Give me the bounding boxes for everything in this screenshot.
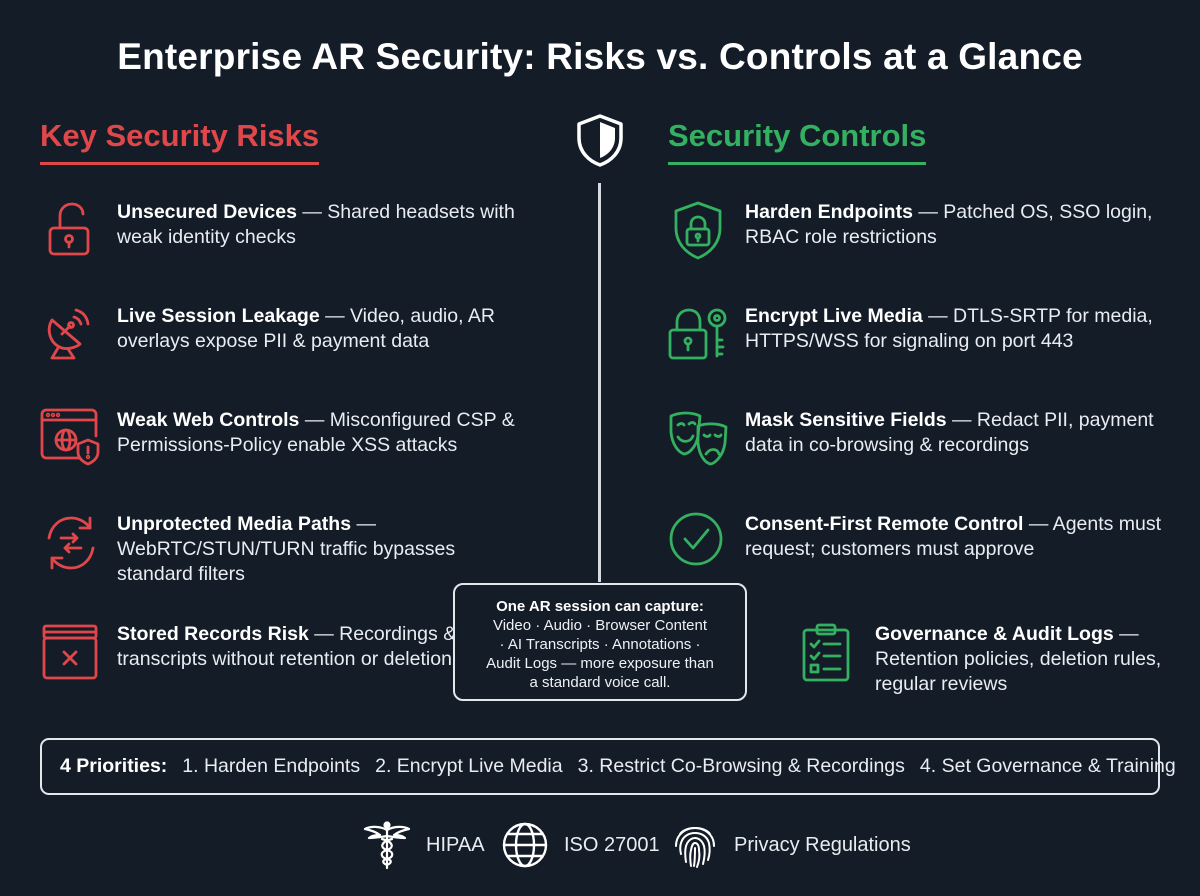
compliance-iso: ISO 27001 xyxy=(500,820,660,870)
callout-line: Audit Logs — more exposure than xyxy=(486,655,714,672)
compliance-label: Privacy Regulations xyxy=(734,833,911,856)
control-item-encrypt-live-media: Encrypt Live Media — DTLS-SRTP for media… xyxy=(668,304,1175,366)
control-desc: — Agents must request; customers must ap… xyxy=(745,513,1162,560)
compliance-label: HIPAA xyxy=(426,833,485,856)
risk-desc: — Recordings & transcripts without reten… xyxy=(117,623,500,670)
clipboard-checklist-icon xyxy=(798,622,860,684)
priorities-label: 4 Priorities: xyxy=(60,755,168,777)
risk-title: Unsecured Devices xyxy=(117,201,297,223)
priority-item: 1. Harden Endpoints xyxy=(182,755,361,777)
callout-line: · AI Transcripts · Annotations · xyxy=(499,636,701,653)
risk-item-unprotected-media-paths: Unprotected Media Paths — WebRTC/STUN/TU… xyxy=(40,512,517,587)
control-title: Harden Endpoints xyxy=(745,201,913,223)
compliance-label: ISO 27001 xyxy=(564,833,660,856)
control-item-consent-first-remote-control: Consent-First Remote Control — Agents mu… xyxy=(668,512,1175,574)
control-title: Encrypt Live Media xyxy=(745,305,923,327)
risk-item-stored-records-risk: Stored Records Risk — Recordings & trans… xyxy=(40,622,517,684)
risk-desc: — Video, audio, AR overlays expose PII &… xyxy=(117,305,495,352)
unlocked-padlock-icon xyxy=(40,200,102,262)
shield-icon xyxy=(577,114,623,167)
sync-arrows-icon xyxy=(40,512,102,574)
fingerprint-icon xyxy=(675,826,715,868)
control-item-governance-audit-logs: Governance & Audit Logs — Retention poli… xyxy=(798,622,1175,697)
callout-title: One AR session can capture: xyxy=(496,598,704,615)
risk-desc: — WebRTC/STUN/TURN traffic bypasses stan… xyxy=(117,513,456,585)
risk-title: Live Session Leakage xyxy=(117,305,320,327)
control-item-harden-endpoints: Harden Endpoints — Patched OS, SSO login… xyxy=(668,200,1165,262)
control-title: Governance & Audit Logs xyxy=(875,623,1114,645)
risk-desc: — Misconfigured CSP & Permissions-Policy… xyxy=(117,409,515,456)
browser-globe-warning-icon xyxy=(40,408,102,470)
globe-icon xyxy=(502,822,548,868)
risk-desc: — Shared headsets with weak identity che… xyxy=(117,201,515,248)
risk-title: Unprotected Media Paths xyxy=(117,513,352,535)
lock-and-key-icon xyxy=(668,304,730,366)
caduceus-icon xyxy=(363,821,411,870)
callout-line: a standard voice call. xyxy=(529,674,671,691)
control-desc: — Redact PII, payment data in co-browsin… xyxy=(745,409,1154,456)
risk-item-live-session-leakage: Live Session Leakage — Video, audio, AR … xyxy=(40,304,517,366)
priorities-bar: 4 Priorities: 1. Harden Endpoints 2. Enc… xyxy=(40,738,1176,795)
risks-heading: Key Security Risks xyxy=(40,118,320,165)
theater-masks-icon xyxy=(668,408,730,470)
risk-item-weak-web-controls: Weak Web Controls — Misconfigured CSP & … xyxy=(40,408,517,470)
satellite-dish-icon xyxy=(40,304,102,366)
archive-box-x-icon xyxy=(40,622,102,684)
priority-item: 4. Set Governance & Training xyxy=(919,755,1176,777)
risk-title: Weak Web Controls xyxy=(117,409,300,431)
control-desc: — Patched OS, SSO login, RBAC role restr… xyxy=(745,201,1153,248)
control-title: Consent-First Remote Control xyxy=(745,513,1024,535)
compliance-privacy: Privacy Regulations xyxy=(670,820,911,870)
control-desc: — Retention policies, deletion rules, re… xyxy=(875,623,1162,695)
priority-item: 2. Encrypt Live Media xyxy=(375,755,563,777)
compliance-hipaa: HIPAA xyxy=(362,820,485,870)
compliance-footer: HIPAA ISO 27001 Privacy Regulations xyxy=(0,820,1200,872)
callout-line: Video · Audio · Browser Content xyxy=(492,617,707,634)
session-exposure-callout: One AR session can capture: Video · Audi… xyxy=(453,583,747,701)
shield-lock-icon xyxy=(668,200,730,262)
risk-title: Stored Records Risk xyxy=(117,623,309,645)
control-desc: — DTLS-SRTP for media, HTTPS/WSS for sig… xyxy=(745,305,1153,352)
control-title: Mask Sensitive Fields xyxy=(745,409,947,431)
page-title: Enterprise AR Security: Risks vs. Contro… xyxy=(117,36,1083,77)
controls-heading: Security Controls xyxy=(668,118,927,165)
check-circle-icon xyxy=(668,512,730,574)
risk-item-unsecured-devices: Unsecured Devices — Shared headsets with… xyxy=(40,200,517,262)
center-divider xyxy=(598,183,601,582)
control-item-mask-sensitive-fields: Mask Sensitive Fields — Redact PII, paym… xyxy=(668,408,1165,470)
priority-item: 3. Restrict Co-Browsing & Recordings xyxy=(577,755,905,777)
